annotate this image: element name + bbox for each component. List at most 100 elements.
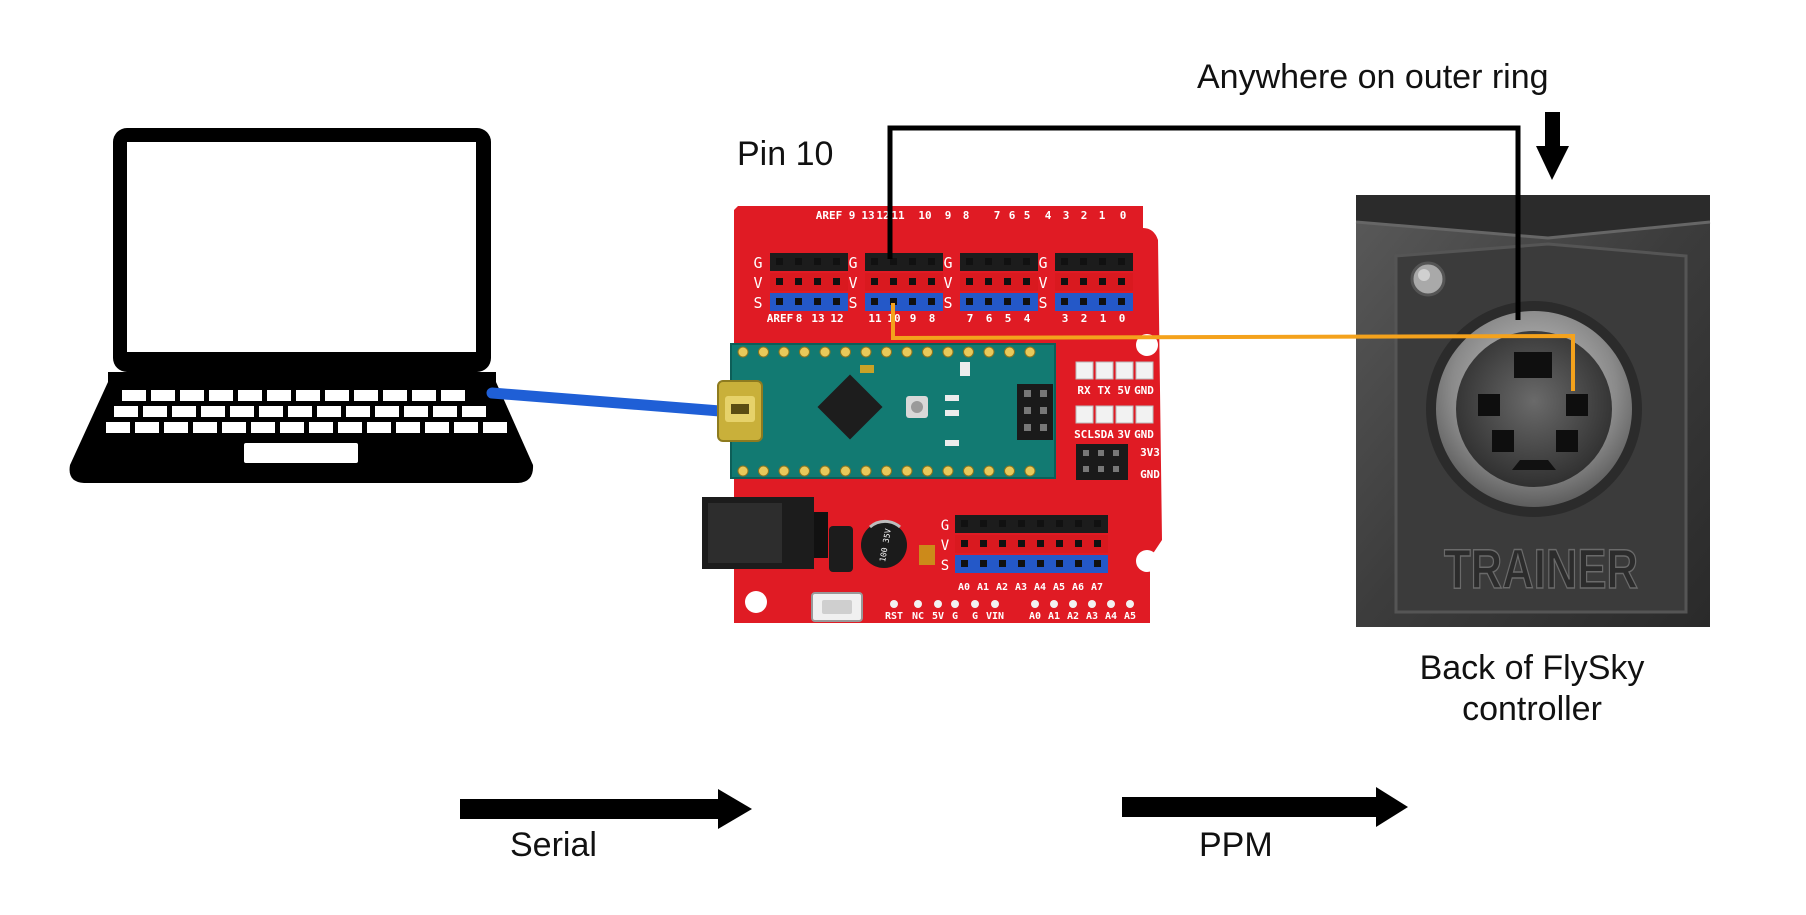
header-pin <box>776 278 783 285</box>
header-pin-label: 0 <box>1119 312 1126 325</box>
top-header-label: 7 <box>994 209 1001 222</box>
header-pin <box>961 540 968 547</box>
analog-pin-label: A7 <box>1091 582 1103 593</box>
keyboard-key <box>433 406 457 417</box>
row-letter: G <box>1038 254 1047 272</box>
nano-pin <box>964 347 974 357</box>
keyboard-key <box>122 390 146 401</box>
header-pin <box>890 258 897 265</box>
header-pin <box>1004 278 1011 285</box>
nano-pin <box>1005 347 1015 357</box>
header-pin <box>966 278 973 285</box>
keyboard-key <box>143 406 167 417</box>
row-letter: V <box>941 538 950 554</box>
header-pin <box>1056 560 1063 567</box>
ppm-label: PPM <box>1199 828 1273 862</box>
top-header-label: 3 <box>1063 209 1070 222</box>
pad <box>1076 362 1093 379</box>
header-pin <box>1118 298 1125 305</box>
row-letter: S <box>1038 294 1047 312</box>
header-pin <box>961 520 968 527</box>
header-pin <box>795 278 802 285</box>
keyboard-key <box>317 406 341 417</box>
top-header-label: 8 <box>963 209 970 222</box>
row-letter: V <box>1038 274 1047 292</box>
header-pin <box>1098 466 1104 472</box>
header-pin <box>1018 540 1025 547</box>
icsp-pin <box>1024 407 1031 414</box>
header-pin <box>1037 520 1044 527</box>
pad <box>1096 362 1113 379</box>
header-pin-label: 8 <box>796 312 803 325</box>
edge-pin-label: VIN <box>986 611 1004 622</box>
header-pin-label: 11 <box>868 312 882 325</box>
header-pin <box>980 540 987 547</box>
top-header-label: 13 <box>861 209 874 222</box>
header-pin <box>833 278 840 285</box>
nano-pin <box>882 347 892 357</box>
controller-label: Back of FlySky controller <box>1382 648 1682 730</box>
top-header-label: AREF <box>816 209 843 222</box>
row-letter: G <box>848 254 857 272</box>
keyboard-key <box>346 406 370 417</box>
nano-pin <box>759 347 769 357</box>
diode <box>829 526 853 572</box>
edge-pin-label: RST <box>885 611 903 622</box>
analog-pin-label: A3 <box>1015 582 1027 593</box>
controller-label-line2: controller <box>1382 689 1682 730</box>
nano-pin <box>923 347 933 357</box>
keyboard-key <box>280 422 304 433</box>
edge-pin-label: 5V <box>932 611 944 622</box>
keyboard-key <box>180 390 204 401</box>
serial-label: Serial <box>510 828 597 862</box>
header-pin-label: 8 <box>929 312 936 325</box>
keyboard-key <box>325 390 349 401</box>
header-pin <box>928 258 935 265</box>
nano-pin <box>738 466 748 476</box>
edge-pin-label: G <box>972 611 978 622</box>
arduino-nano-shield: AREF9131211109876543210 GVSAREF81312GVS1… <box>702 206 1162 623</box>
edge-pad <box>1107 600 1115 608</box>
pad-label: 5V <box>1117 384 1131 397</box>
header-pin-label: 7 <box>967 312 974 325</box>
keyboard-key <box>462 406 486 417</box>
top-header-label: 1 <box>1099 209 1106 222</box>
edge-pad <box>1069 600 1077 608</box>
nano-pin <box>800 347 810 357</box>
keyboard-key <box>483 422 507 433</box>
keyboard-key <box>454 422 478 433</box>
header-pin <box>1083 466 1089 472</box>
row-letter: V <box>753 274 762 292</box>
analog-pin-label: A2 <box>996 582 1008 593</box>
outer-ring-label: Anywhere on outer ring <box>1197 60 1549 94</box>
keyboard-key <box>354 390 378 401</box>
keyboard-key <box>338 422 362 433</box>
nano-pin <box>779 347 789 357</box>
header-pin <box>1037 560 1044 567</box>
icsp-pin <box>1040 407 1047 414</box>
header-pin <box>980 520 987 527</box>
header-pin <box>961 560 968 567</box>
nano-pin <box>861 466 871 476</box>
nano-pin <box>882 466 892 476</box>
nano-pin <box>1005 466 1015 476</box>
keyboard-key <box>288 406 312 417</box>
header-pin <box>1094 560 1101 567</box>
header-pin <box>1113 466 1119 472</box>
header-pin-label: 9 <box>910 312 917 325</box>
analog-pin-label: A0 <box>958 582 970 593</box>
header-pin <box>928 298 935 305</box>
dc-barrel-jack <box>702 497 828 569</box>
header-pin <box>1099 298 1106 305</box>
header-pin <box>1023 258 1030 265</box>
edge-pin-label: A2 <box>1067 611 1079 622</box>
keyboard-key <box>135 422 159 433</box>
nano-pin <box>800 466 810 476</box>
edge-pin-label: A3 <box>1086 611 1098 622</box>
header-pin <box>1004 258 1011 265</box>
pad <box>1116 362 1133 379</box>
header-pin <box>871 298 878 305</box>
edge-pad <box>1031 600 1039 608</box>
icsp-pin <box>1040 390 1047 397</box>
header-row <box>955 535 1108 553</box>
